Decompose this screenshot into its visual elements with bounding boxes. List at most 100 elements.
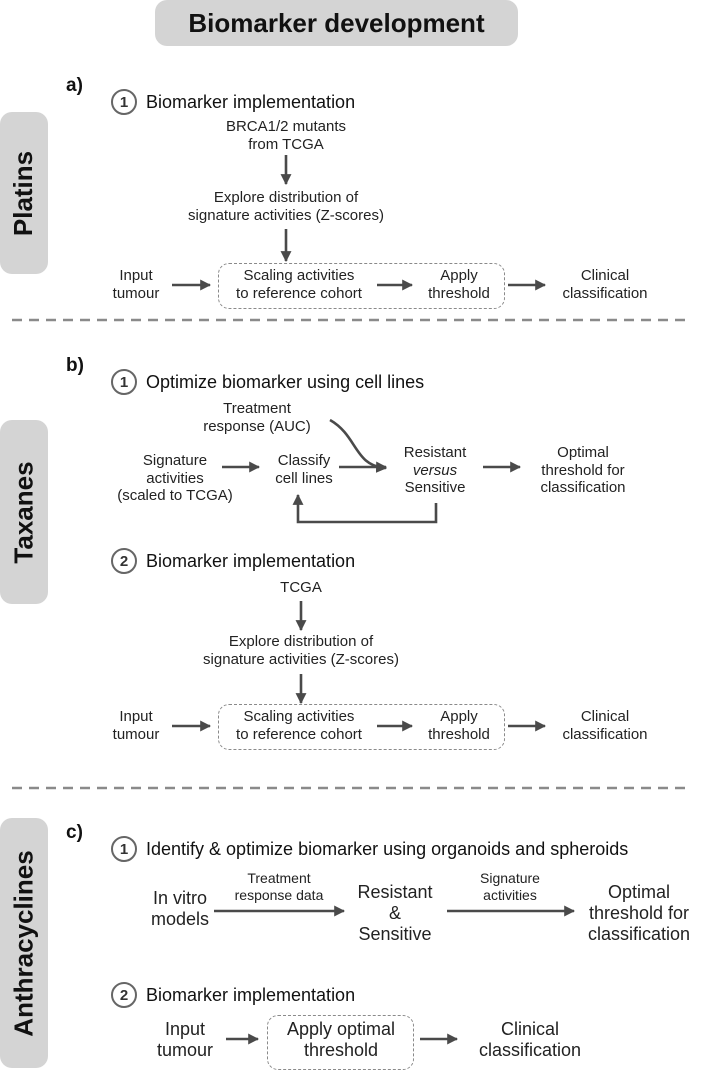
anthracyclines-resistant: Resistant [357, 882, 433, 902]
platins-clinical: Clinical classification [545, 267, 665, 302]
arrow [292, 493, 438, 524]
step-number-badge: 1 [111, 89, 137, 115]
anthracyclines-input-line2: tumour [156, 1040, 214, 1061]
taxanes-explore-line2: signature activities (Z-scores) [203, 650, 399, 668]
platins-clinical-line2: classification [562, 284, 648, 302]
taxanes-optimal: Optimal threshold for classification [520, 444, 646, 497]
anthracyclines-treatment-line1: Treatment [247, 870, 311, 886]
taxanes-signature-line2: activities [146, 469, 204, 487]
taxanes-scaling: Scaling activities to reference cohort [224, 708, 374, 743]
anthracyclines-optimal-line2: threshold for [588, 903, 690, 924]
section-b-label: b) [66, 355, 84, 376]
anthracyclines-clinical-line1: Clinical [500, 1019, 560, 1039]
platins-input-line1: Input [119, 267, 153, 284]
taxanes-treatment-line2: response (AUC) [203, 417, 311, 435]
taxanes-apply-line1: Apply [440, 708, 478, 725]
anthracyclines-sig-line1: Signature [480, 870, 540, 886]
anthracyclines-sensitive: Sensitive [358, 924, 432, 945]
anthracyclines-tab: Anthracyclines [0, 818, 48, 1068]
anthracyclines-invitro-line2: models [150, 909, 210, 930]
taxanes-apply-line2: threshold [428, 725, 490, 743]
anthracyclines-optimal-line1: Optimal [607, 882, 670, 902]
platins-explore-line1: Explore distribution of [213, 189, 359, 206]
step-title: Biomarker implementation [146, 550, 356, 571]
taxanes-resistant: Resistant [403, 444, 467, 461]
taxanes-scaling-line1: Scaling activities [243, 708, 355, 725]
platins-apply-line2: threshold [428, 284, 490, 302]
platins-apply-line1: Apply [440, 267, 478, 284]
platins-source: BRCA1/2 mutants from TCGA [186, 118, 386, 153]
anthracyclines-input-line1: Input [164, 1019, 206, 1039]
taxanes-sensitive: Sensitive [404, 479, 466, 497]
platins-input: Input tumour [100, 267, 172, 302]
anthracyclines-clinical: Clinical classification [460, 1019, 600, 1061]
taxanes-source: TCGA [280, 579, 322, 596]
section-c-label: c) [66, 822, 83, 843]
platins-process-box [218, 263, 505, 309]
anthracyclines-sig-line2: activities [483, 886, 537, 903]
taxanes-clinical-line2: classification [562, 725, 648, 743]
step-number-badge: 1 [111, 369, 137, 395]
taxanes-process-box [218, 704, 505, 750]
anthracyclines-signature-edge-label: Signature activities [455, 870, 565, 903]
taxanes-step2-heading: 2 Biomarker implementation [111, 548, 355, 574]
taxanes-classify-line1: Classify [277, 452, 331, 469]
anthracyclines-amp: & [388, 903, 401, 924]
diagram-title: Biomarker development [188, 7, 485, 38]
taxanes-step1-heading: 1 Optimize biomarker using cell lines [111, 369, 424, 395]
taxanes-input: Input tumour [100, 708, 172, 743]
taxanes-versus: versus [412, 461, 458, 479]
platins-step1-heading: 1 Biomarker implementation [111, 89, 355, 115]
anthracyclines-clinical-line2: classification [478, 1040, 582, 1061]
step-number-badge: 1 [111, 836, 137, 862]
taxanes-clinical-line1: Clinical [580, 708, 630, 725]
taxanes-treatment-line1: Treatment [223, 400, 291, 417]
platins-scaling-line2: to reference cohort [236, 284, 362, 302]
taxanes-apply: Apply threshold [413, 708, 505, 743]
anthracyclines-invitro: In vitro models [140, 888, 220, 930]
platins-apply: Apply threshold [413, 267, 505, 302]
platins-clinical-line1: Clinical [580, 267, 630, 284]
anthracyclines-apply-line1: Apply optimal [286, 1019, 396, 1039]
anthracyclines-step2-heading: 2 Biomarker implementation [111, 982, 355, 1008]
taxanes-signature-line3: (scaled to TCGA) [117, 487, 233, 505]
platins-tab: Platins [0, 112, 48, 274]
taxanes-explore-line1: Explore distribution of [228, 633, 374, 650]
taxanes-clinical: Clinical classification [545, 708, 665, 743]
taxanes-tab: Taxanes [0, 420, 48, 604]
anthracyclines-apply-box [267, 1015, 414, 1070]
anthracyclines-resistant-sensitive: Resistant & Sensitive [343, 882, 447, 946]
anthracyclines-invitro-line1: In vitro [152, 888, 208, 908]
taxanes-signature: Signature activities (scaled to TCGA) [100, 452, 250, 505]
taxanes-input-line2: tumour [112, 725, 160, 743]
taxanes-signature-line1: Signature [142, 452, 208, 469]
anthracyclines-optimal: Optimal threshold for classification [578, 882, 700, 946]
platins-explore: Explore distribution of signature activi… [166, 189, 406, 224]
taxanes-scaling-line2: to reference cohort [236, 725, 362, 743]
step-number-badge: 2 [111, 982, 137, 1008]
taxanes-resistant-vs-sensitive: Resistant versus Sensitive [388, 444, 482, 497]
step-title: Optimize biomarker using cell lines [146, 371, 425, 392]
anthracyclines-apply: Apply optimal threshold [267, 1019, 415, 1061]
platins-input-line2: tumour [112, 284, 160, 302]
section-a-label: a) [66, 75, 83, 96]
step-title: Biomarker implementation [146, 984, 356, 1005]
anthracyclines-treatment-edge-label: Treatment response data [214, 870, 344, 903]
platins-scaling-line1: Scaling activities [243, 267, 355, 284]
taxanes-classify: Classify cell lines [264, 452, 344, 487]
taxanes-explore: Explore distribution of signature activi… [181, 633, 421, 668]
taxanes-classify-line2: cell lines [275, 469, 333, 487]
anthracyclines-optimal-line3: classification [587, 924, 691, 945]
diagram-title-pill: Biomarker development [155, 0, 518, 46]
taxanes-treatment: Treatment response (AUC) [182, 400, 332, 435]
anthracyclines-apply-line2: threshold [303, 1040, 379, 1061]
taxanes-optimal-line3: classification [540, 479, 626, 497]
step-title: Identify & optimize biomarker using orga… [146, 838, 629, 859]
step-number-badge: 2 [111, 548, 137, 574]
anthracyclines-treatment-line2: response data [234, 886, 324, 903]
taxanes-input-line1: Input [119, 708, 153, 725]
taxanes-optimal-line1: Optimal [557, 444, 609, 461]
platins-source-line1: BRCA1/2 mutants [225, 118, 347, 135]
step-title: Biomarker implementation [146, 91, 356, 112]
